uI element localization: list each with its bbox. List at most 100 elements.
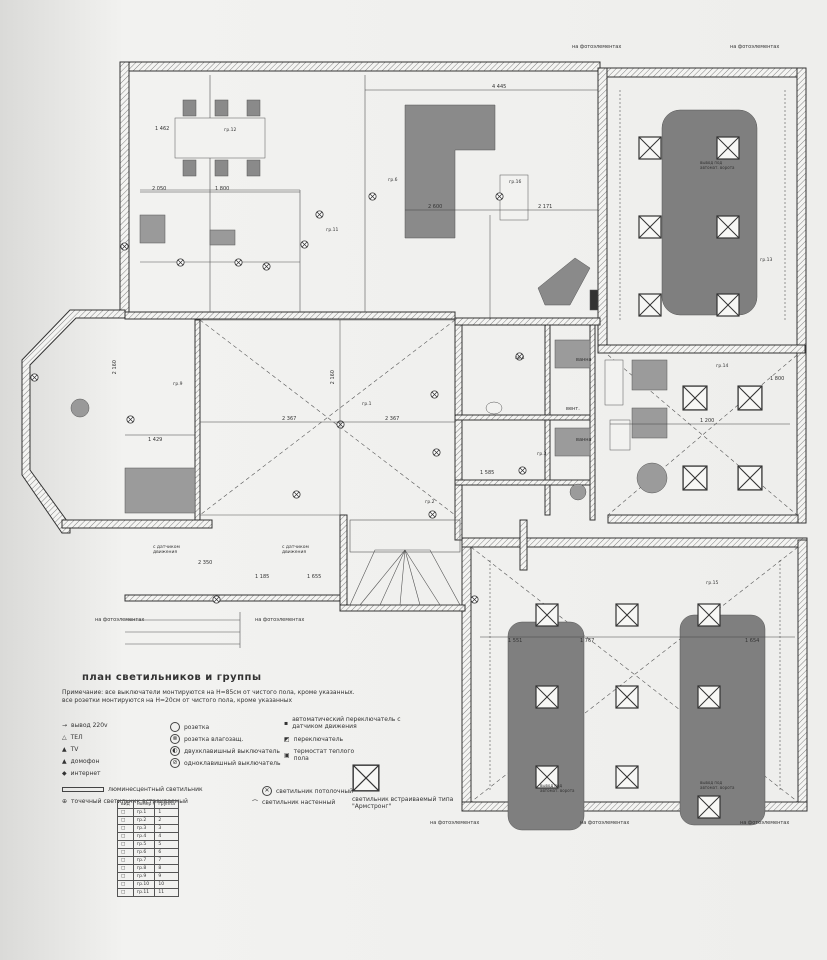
armstrong-icon <box>352 764 380 792</box>
plan-title: план светильников и группы <box>82 672 262 683</box>
car-note: вывод под автомат. ворота <box>540 783 575 793</box>
dimension-label: 1 767 <box>580 638 595 644</box>
legend-auto-switch: ▪автоматический переключатель с датчиком… <box>284 716 401 730</box>
legend-tel: △ТЕЛ <box>62 734 83 741</box>
car-note: вывод под автомат. ворота <box>700 160 735 170</box>
triangle-filled-icon: ▲ <box>62 746 67 753</box>
auto-switch-icon: ▪ <box>284 719 289 727</box>
dimension-label: 2 367 <box>282 416 297 422</box>
table-header: вид <box>117 800 134 809</box>
group-label: гр.14 <box>716 364 729 369</box>
room-label-vent: вент. <box>566 406 580 412</box>
ceiling-light-icon: ✕ <box>262 786 272 796</box>
car-note: вывод под автомат. ворота <box>700 780 735 790</box>
photo-label: на фотоэлементах <box>730 44 780 50</box>
dimension-label: 2 050 <box>152 186 167 192</box>
dimension-label: 1 429 <box>148 437 163 443</box>
legend-socket: розетка <box>170 722 209 732</box>
socket-icon <box>170 722 180 732</box>
motion-note: с датчиком движения <box>153 545 180 555</box>
room-label-bath: ванна <box>576 357 592 363</box>
socket-moist-icon: ⊗ <box>170 734 180 744</box>
pass-switch-icon: ◩ <box>284 736 290 743</box>
table-header-row: вид номер группа <box>117 800 179 809</box>
legend-ceiling: ✕светильник потолочный <box>262 786 353 796</box>
legend-internet: ◆интернет <box>62 770 101 777</box>
legend: план светильников и группы Примечание: в… <box>62 672 482 897</box>
table-header: номер <box>132 800 156 809</box>
dimension-label: 1 185 <box>255 574 270 580</box>
photo-label: на фотоэлементах <box>572 44 622 50</box>
legend-intercom: ▲домофон <box>62 758 100 765</box>
room-label-bath: ванна <box>576 437 592 443</box>
motion-note: с датчиком движения <box>282 545 309 555</box>
photo-label: на фотоэлементах <box>740 820 790 826</box>
dimension-label: 1 462 <box>155 126 170 132</box>
wall-light-icon: ⌒ <box>252 800 259 807</box>
dimension-label: 2 350 <box>198 560 213 566</box>
double-switch-icon: ◐ <box>170 746 180 756</box>
internet-icon: ◆ <box>62 770 67 777</box>
photo-label: на фотоэлементах <box>255 617 305 623</box>
group-label: гр.2 <box>425 500 435 505</box>
triangle-icon: △ <box>62 734 67 741</box>
note-switches: Примечание: все выключатели монтируются … <box>62 689 355 696</box>
dimension-label: 2 367 <box>385 416 400 422</box>
group-label: гр.15 <box>706 581 719 586</box>
legend-fluorescent: люминесцентный светильник <box>62 786 203 793</box>
dimension-label: 1 551 <box>508 638 523 644</box>
photo-label: на фотоэлементах <box>430 820 480 826</box>
legend-tv: ▲ТV <box>62 746 79 753</box>
spot-light-icon: ⊕ <box>62 798 68 805</box>
group-label: гр.1 <box>362 402 372 407</box>
legend-thermostat: ▣термостат теплого пола <box>284 748 355 762</box>
legend-wall: ⌒светильник настенный <box>252 799 336 807</box>
dimension-label: 1 800 <box>770 376 785 382</box>
note-sockets: все розетки монтируются на Н=20см от чис… <box>62 697 293 704</box>
dimension-label: 1 200 <box>700 418 715 424</box>
light-furniture <box>70 117 631 501</box>
legend-armstrong: светильник встраиваемый типа "Армстронг" <box>352 764 462 810</box>
fluorescent-icon <box>62 787 104 792</box>
thermostat-icon: ▣ <box>284 751 290 759</box>
dimension-label: 2 160 <box>330 370 336 385</box>
outer-walls <box>21 61 808 812</box>
table-header: группа <box>154 800 179 809</box>
legend-outlet: →вывод 220v <box>62 722 108 729</box>
dimension-label: 1 800 <box>215 186 230 192</box>
dimension-label: 1 654 <box>745 638 760 644</box>
group-label: гр.16 <box>509 180 522 185</box>
dimension-label: 1 585 <box>480 470 495 476</box>
group-label: гр.9 <box>173 382 183 387</box>
photo-label: на фотоэлементах <box>95 617 145 623</box>
group-label: гр.4 <box>515 356 525 361</box>
intercom-icon: ▲ <box>62 758 67 765</box>
dimension-label: 2 600 <box>428 204 443 210</box>
legend-socket-moist: ⊗розетка влагозащ. <box>170 734 243 744</box>
dimension-lines <box>125 89 795 638</box>
legend-switch-single: ⊘одноклавишный выключатель <box>170 758 281 768</box>
dimension-label: 2 171 <box>538 204 553 210</box>
furniture <box>124 99 766 831</box>
dimension-label: 4 445 <box>492 84 507 90</box>
legend-pass-switch: ◩переключатель <box>284 736 344 743</box>
arrow-icon: → <box>62 722 68 729</box>
dimension-label: 1 655 <box>307 574 322 580</box>
dimension-label: 2 160 <box>112 360 118 375</box>
legend-switch-double: ◐двухклавишный выключатель <box>170 746 280 756</box>
group-label: гр.11 <box>326 228 339 233</box>
group-label: гр.13 <box>760 258 773 263</box>
